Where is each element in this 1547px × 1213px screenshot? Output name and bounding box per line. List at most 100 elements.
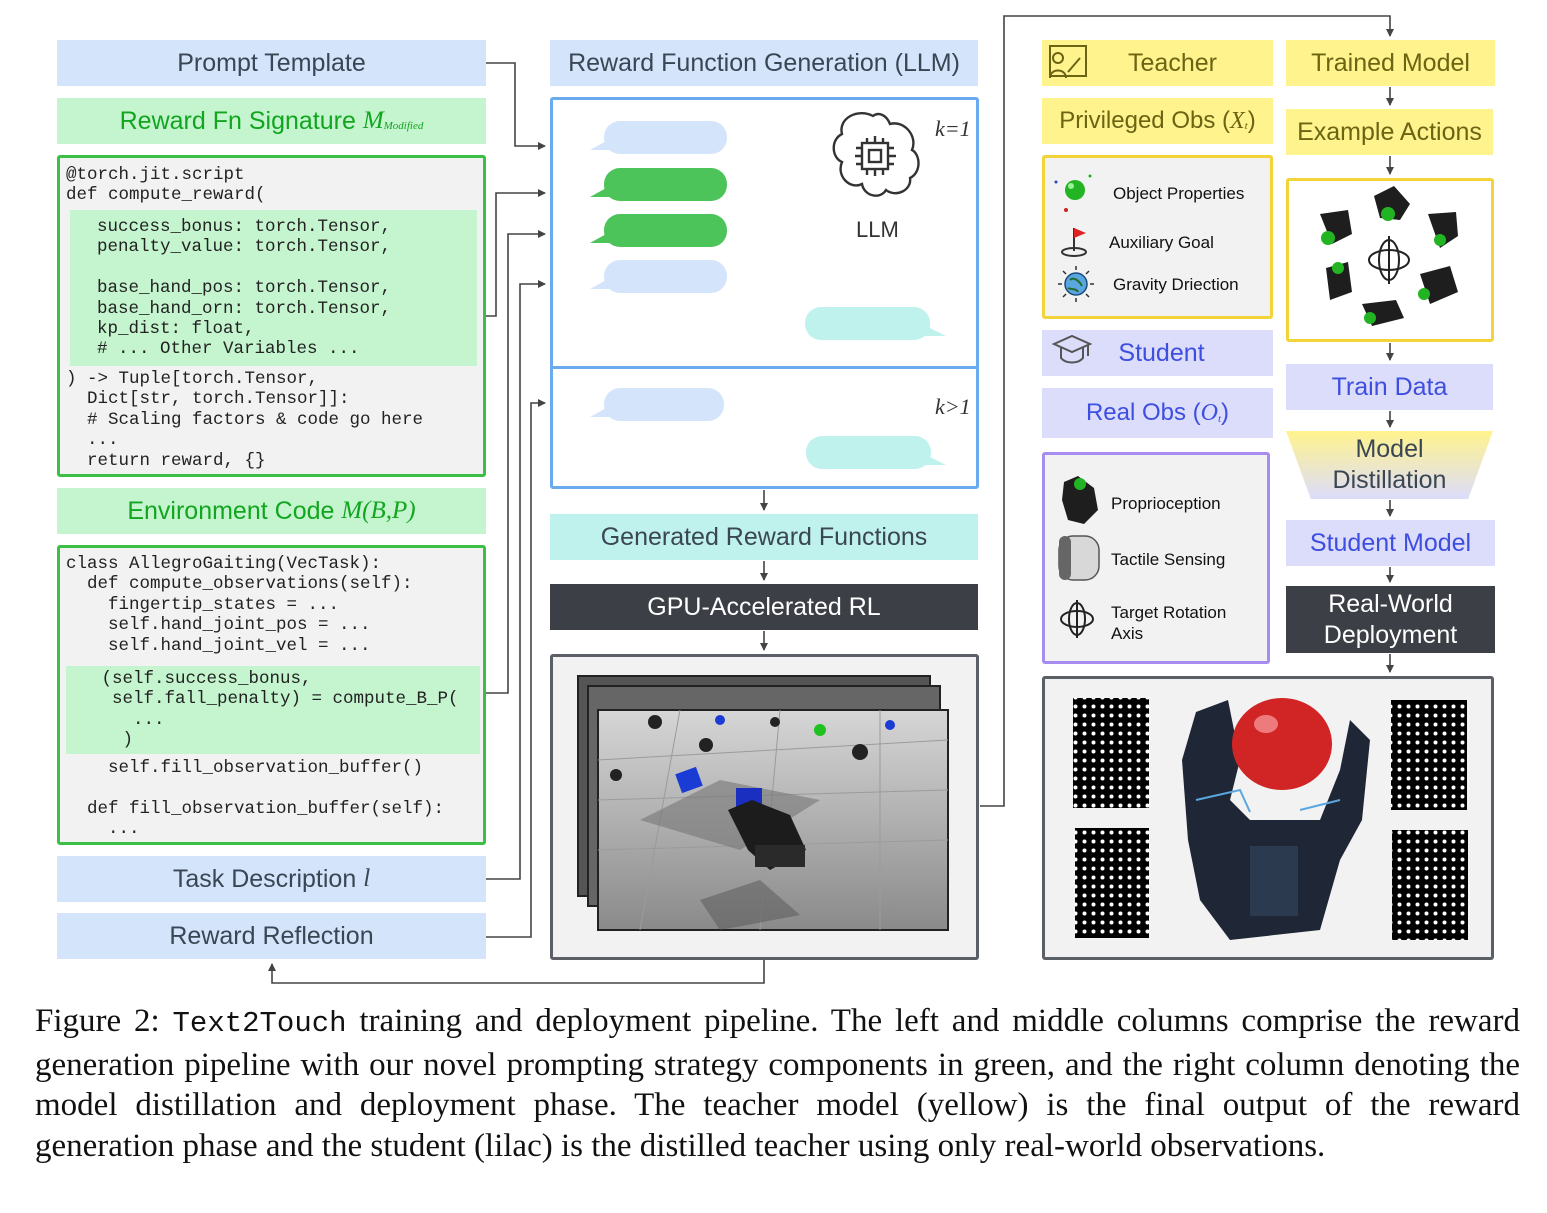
model-distillation-trapezoid	[1286, 431, 1493, 499]
caption-name: Text2Touch	[172, 1007, 347, 1040]
student-label: Student	[1042, 330, 1273, 376]
code-line: Dict[str, torch.Tensor]]:	[66, 389, 350, 410]
code-line: self.fall_penalty) = compute_B_P(	[70, 689, 459, 710]
gravity-icon	[1058, 266, 1094, 302]
reward-signature-text: Reward Fn Signature	[119, 106, 356, 135]
environment-code-block: class AllegroGaiting(VecTask): def compu…	[57, 545, 486, 845]
kgt1-label: k>1	[935, 394, 971, 419]
example-action-hands	[1320, 186, 1458, 326]
code-line: ...	[70, 709, 165, 730]
privileged-obs-close: )	[1247, 107, 1256, 134]
real-item-tactile: Tactile Sensing	[1111, 550, 1226, 569]
object-icon	[1054, 174, 1092, 212]
student-model-label: Student Model	[1286, 520, 1495, 566]
reward-code-highlight: success_bonus: torch.Tensor, penalty_val…	[70, 210, 477, 366]
train-data-label: Train Data	[1286, 364, 1493, 410]
code-line: )	[70, 730, 134, 751]
code-line: penalty_value: torch.Tensor,	[76, 237, 392, 258]
real-obs-math: O	[1200, 399, 1218, 426]
environment-code-highlight-text: (self.success_bonus, self.fall_penalty) …	[70, 669, 459, 751]
teacher-label: Teacher	[1042, 40, 1273, 86]
code-line: base_hand_pos: torch.Tensor,	[76, 278, 392, 299]
proprioception-icon	[1062, 476, 1098, 524]
chat-bubbles	[590, 121, 946, 469]
llm-header-label: Reward Function Generation (LLM)	[550, 40, 978, 86]
reward-signature-math: M	[362, 107, 384, 134]
environment-code-highlight: (self.success_bonus, self.fall_penalty) …	[66, 666, 480, 754]
caption-text: training and deployment pipeline. The le…	[35, 1003, 1520, 1164]
environment-code-post: self.fill_observation_buffer() def fill_…	[66, 758, 444, 840]
teacher-icon	[1049, 45, 1087, 79]
real-item-proprioception: Proprioception	[1111, 494, 1221, 513]
code-line: base_hand_orn: torch.Tensor,	[76, 298, 392, 319]
reward-reflection-label: Reward Reflection	[57, 913, 486, 959]
student-icon	[1051, 334, 1093, 364]
panel-divider	[553, 366, 976, 369]
example-actions-text: Example Actions	[1297, 117, 1482, 146]
priv-item-gravity: Gravity Driection	[1113, 275, 1239, 294]
generated-reward-functions-label: Generated Reward Functions	[550, 514, 978, 560]
code-line: # Scaling factors & code go here	[66, 409, 424, 430]
code-line: self.fill_observation_buffer()	[66, 758, 424, 778]
code-line: class AllegroGaiting(VecTask):	[66, 554, 382, 574]
code-line: self.hand_joint_pos = ...	[66, 615, 371, 636]
real-obs-math-sub: t	[1217, 413, 1222, 425]
environment-code-pre: class AllegroGaiting(VecTask): def compu…	[66, 554, 413, 676]
trained-model-label: Trained Model	[1286, 40, 1495, 86]
real-obs-text: Real Obs (	[1085, 399, 1201, 426]
privileged-obs-math-sub: t	[1244, 120, 1248, 132]
left-connectors	[486, 62, 546, 938]
code-line: def compute_reward(	[66, 185, 266, 206]
simulation-screens	[577, 675, 949, 931]
code-line: @torch.jit.script	[66, 165, 245, 185]
environment-code-text: Environment Code	[127, 496, 335, 525]
task-description-text: Task Description	[172, 864, 357, 893]
privileged-obs-text: Privileged Obs (	[1059, 107, 1230, 134]
student-text: Student	[1118, 338, 1205, 367]
task-description-math: l	[363, 865, 371, 892]
privileged-obs-math: X	[1230, 107, 1245, 134]
middle-connectors	[268, 15, 1394, 984]
priv-item-auxiliary-goal: Auxiliary Goal	[1109, 233, 1214, 252]
llm-label: LLM	[856, 217, 899, 242]
code-line: self.hand_joint_vel = ...	[66, 635, 371, 656]
code-line: ...	[66, 430, 119, 451]
llm-header-text: Reward Function Generation (LLM)	[568, 48, 960, 77]
code-line: success_bonus: torch.Tensor,	[76, 217, 392, 237]
train-data-text: Train Data	[1331, 372, 1448, 401]
caption-prefix: Figure 2:	[35, 1003, 173, 1039]
code-line: return reward, {}	[66, 450, 266, 471]
tactile-icon	[1058, 535, 1100, 581]
trained-model-text: Trained Model	[1311, 48, 1470, 77]
example-actions-label: Example Actions	[1286, 109, 1493, 155]
real-item-rotation-axis: Target Rotation Axis	[1111, 603, 1227, 643]
reward-signature-math-sub: Modified	[383, 120, 424, 132]
priv-item-object-properties: Object Properties	[1113, 184, 1245, 203]
code-line: ...	[66, 819, 140, 840]
diagram-overlay	[268, 15, 1468, 984]
code-line: fingertip_states = ...	[66, 594, 340, 615]
reward-code-post: ) -> Tuple[torch.Tensor, Dict[str, torch…	[66, 369, 423, 471]
deployment-label: Real-World Deployment	[1286, 586, 1495, 653]
k1-label: k=1	[935, 116, 971, 141]
gpu-rl-text: GPU-Accelerated RL	[647, 592, 881, 621]
prompt-template-text: Prompt Template	[177, 48, 366, 77]
environment-code-math: M(B,P)	[341, 497, 416, 524]
code-line: def fill_observation_buffer(self):	[66, 798, 445, 819]
code-line: ) -> Tuple[torch.Tensor,	[66, 369, 319, 389]
deployment-photo	[1073, 698, 1468, 940]
generated-reward-functions-text: Generated Reward Functions	[600, 522, 928, 551]
code-line: def compute_observations(self):	[66, 574, 413, 595]
student-model-text: Student Model	[1309, 528, 1472, 557]
teacher-text: Teacher	[1128, 48, 1217, 77]
model-distillation-label: Model Distillation	[1332, 435, 1447, 494]
prompt-template-label: Prompt Template	[57, 40, 486, 86]
reward-code-highlight-text: success_bonus: torch.Tensor, penalty_val…	[76, 217, 391, 360]
rotation-axis-icon	[1060, 600, 1094, 638]
brain-icon	[832, 111, 920, 197]
